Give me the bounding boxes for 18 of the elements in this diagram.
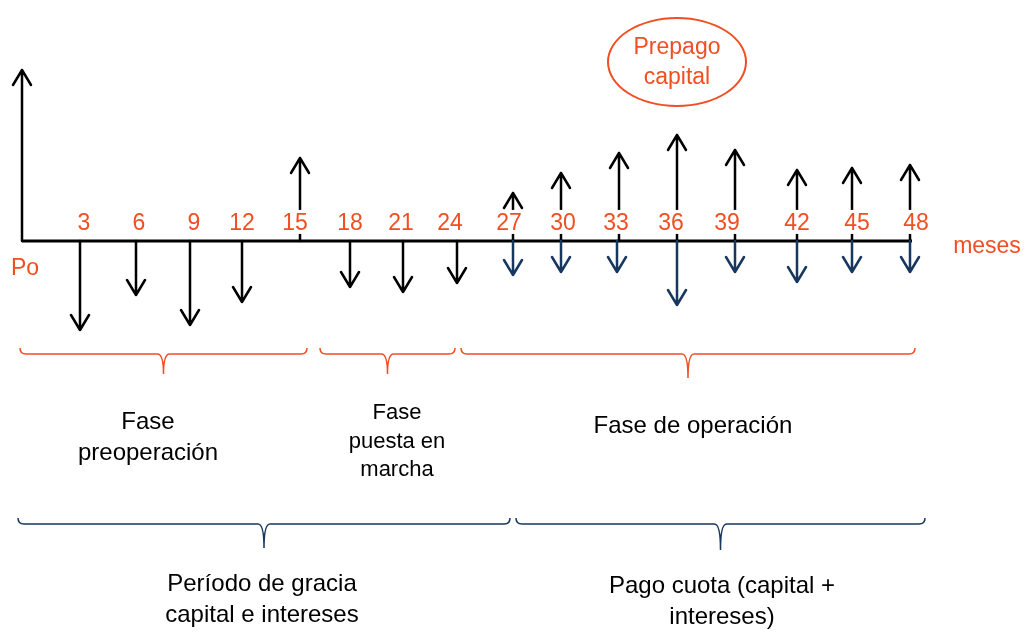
period-label: Período de gracia capital e intereses [164,567,360,629]
tick-label: 42 [784,209,810,235]
phase-label: Fase preoperación [76,405,220,467]
tick-label: 36 [658,209,684,235]
callout-text: Prepago capital [632,32,722,91]
tick-label: 48 [903,209,929,235]
tick-label: 15 [282,209,308,235]
tick-label: 45 [844,209,870,235]
origin-label: Po [10,253,40,283]
phase-label: Fase de operación [592,410,794,441]
tick-label: 39 [714,209,740,235]
tick-label: 27 [496,209,522,235]
period-label: Pago cuota (capital + intereses) [607,569,837,631]
tick-label: 33 [603,209,629,235]
callout-ellipse [607,17,747,107]
tick-label: 30 [550,209,576,235]
axis-unit-label: meses [953,231,1021,261]
phase-label: Fase puesta en marcha [347,398,447,484]
